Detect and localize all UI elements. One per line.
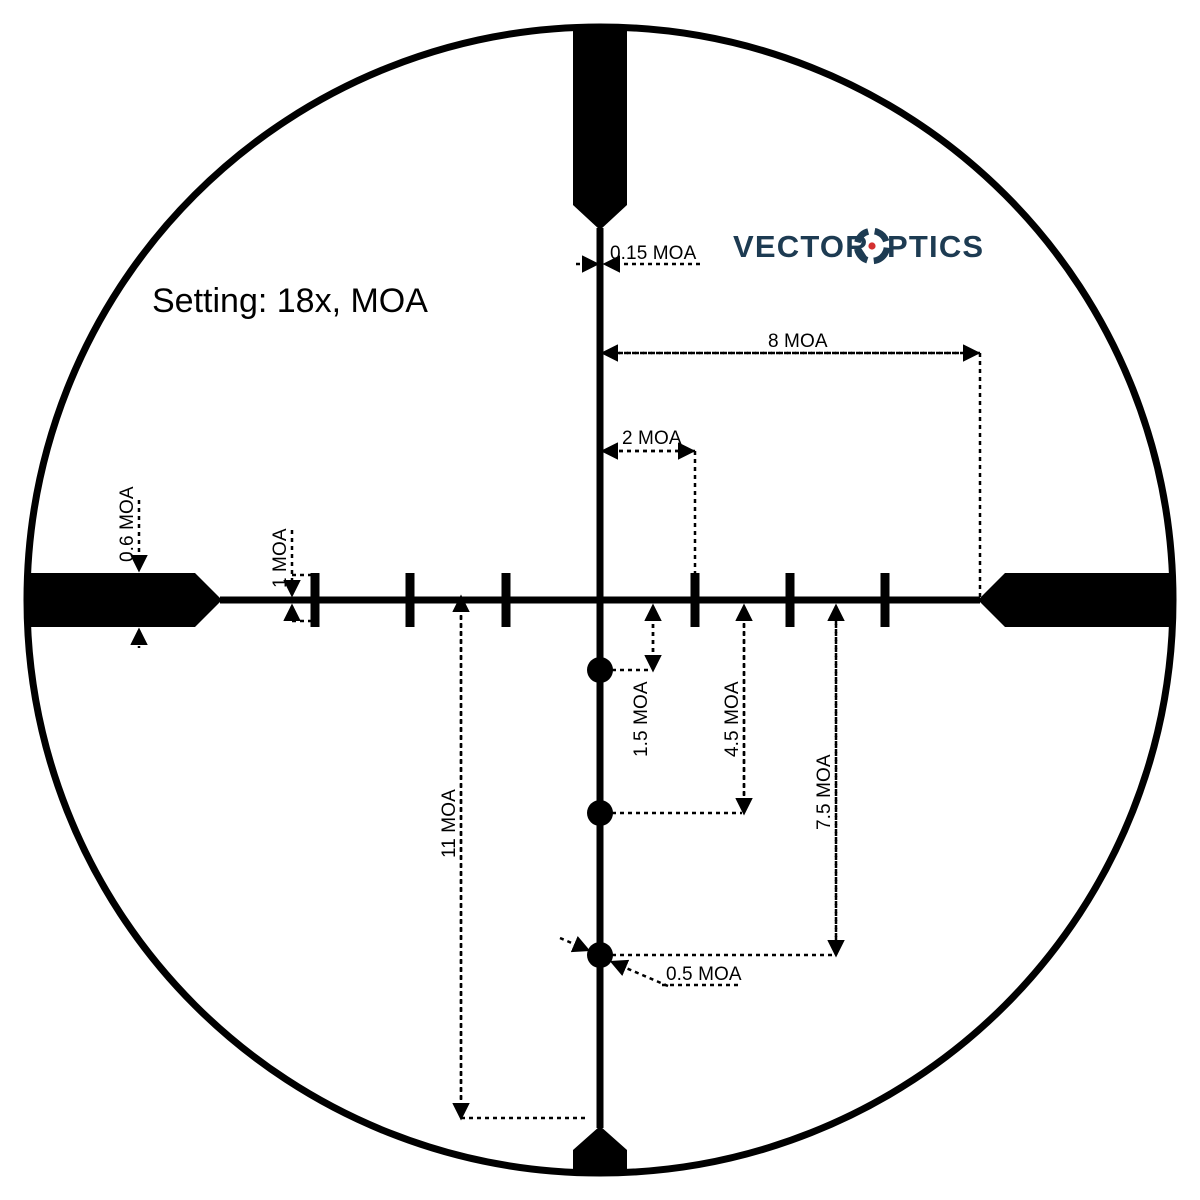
dim-label-11-moa: 11 MOA: [439, 789, 460, 858]
dim-label-4-5-moa: 4.5 MOA: [722, 681, 743, 757]
logo-crosshair-o-icon: [853, 227, 891, 265]
dim-leader-0-5moa-b: [609, 959, 669, 988]
elevation-dot-2: [587, 800, 613, 826]
right-thick-post: [978, 573, 1172, 627]
hash-mark-group: [310, 573, 890, 627]
logo-o-ring: [853, 227, 891, 265]
dimension-4-5-moa: 4.5 MOA: [612, 603, 753, 816]
logo-text-vector: Vector: [733, 229, 869, 264]
setting-label: Setting: 18x, MOA: [152, 282, 428, 320]
vector-optics-logo: Vector ptics: [733, 227, 984, 265]
top-thick-post: [573, 27, 627, 230]
dim-label-2-moa: 2 MOA: [622, 428, 682, 449]
logo-text-optics: ptics: [887, 229, 984, 264]
dimension-2-moa: 2 MOA: [600, 428, 697, 575]
dim-label-1-moa: 1 MOA: [270, 528, 291, 588]
dim-label-8-moa: 8 MOA: [768, 331, 828, 352]
dimension-0-5-moa: 0.5 MOA: [559, 936, 742, 988]
dim-label-0-6-moa: 0.6 MOA: [117, 486, 138, 562]
dimension-11-moa: 11 MOA: [439, 594, 588, 1121]
dim-label-0-5-moa: 0.5 MOA: [666, 964, 742, 985]
dimension-0-6-moa: 0.6 MOA: [117, 486, 148, 648]
elevation-dot-3: [587, 942, 613, 968]
bottom-thick-post: [573, 1126, 627, 1173]
dimension-8-moa: 8 MOA: [600, 331, 982, 598]
logo-o-center-dot: [868, 242, 876, 250]
dim-leader-0-5moa-a: [559, 936, 591, 953]
dim-label-7-5-moa: 7.5 MOA: [814, 754, 835, 830]
dimension-7-5-moa: 7.5 MOA: [612, 603, 845, 958]
left-thick-post: [28, 573, 222, 627]
dimension-1-moa: 1 MOA: [270, 528, 319, 623]
dimension-1-5-moa: 1.5 MOA: [612, 603, 662, 757]
elevation-dot-1: [587, 657, 613, 683]
dimension-0-15-moa: 0.15 MOA: [576, 243, 700, 273]
dim-label-0-15-moa: 0.15 MOA: [610, 243, 697, 264]
dim-label-1-5-moa: 1.5 MOA: [631, 681, 652, 757]
